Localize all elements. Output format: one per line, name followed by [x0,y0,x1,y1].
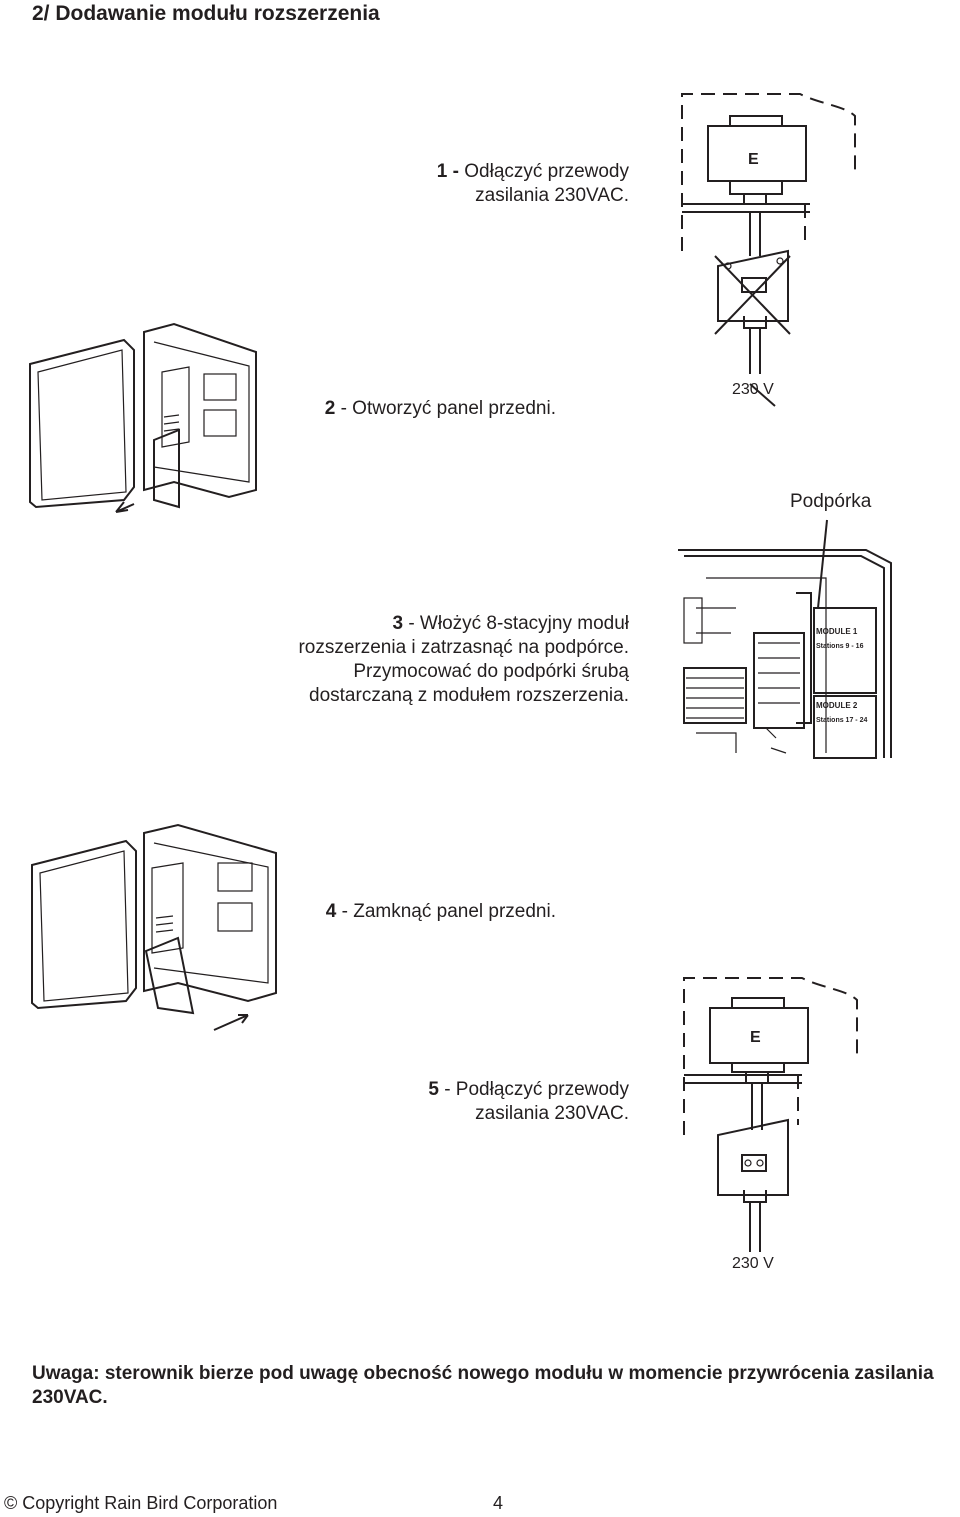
step-4-text: 4 - Zamknąć panel przedni. [326,900,556,924]
module-2-stations: Stations 17 - 24 [816,717,867,724]
step-2-line1: - Otworzyć panel przedni. [340,398,556,419]
support-label: Podpórka [790,491,872,512]
step-3-number: 3 [392,613,404,634]
page-title: 2/ Dodawanie modułu rozszerzenia [32,2,380,25]
step-1-line2: zasilania 230VAC. [475,185,629,206]
transformer-label-bottom: E [750,1029,761,1046]
step-1-number: 1 - [436,161,459,182]
page-number: 4 [493,1493,504,1513]
step-5-line1: - Podłączyć przewody [444,1079,629,1100]
step-1-text: 1 - Odłączyć przewody zasilania 230VAC. [437,160,629,208]
step-3-line4: dostarczaną z modułem rozszerzenia. [309,685,629,706]
step-1-line1: Odłączyć przewody [464,161,629,182]
step-4-number: 4 [325,901,337,922]
transformer-box [707,125,807,182]
controller-close-illustration [31,823,277,1031]
transformer-box-bottom [709,1007,809,1064]
power-reconnect-illustration: E 230 V [683,977,858,1272]
module-1-label: MODULE 1 [816,627,858,636]
step-4-line1: - Zamknąć panel przedni. [341,901,556,922]
controller-open-illustration [29,322,257,513]
power-note: Uwaga: sterownik bierze pod uwagę obecno… [32,1363,934,1408]
step-3-line2: rozszerzenia i zatrzasnąć na podpórce. [298,637,629,658]
step-5-line2: zasilania 230VAC. [475,1103,629,1124]
step-2-text: 2 - Otworzyć panel przedni. [325,397,556,421]
voltage-label-top: 230 V [732,381,774,398]
transformer-label: E [748,151,759,168]
power-disconnect-illustration: E 230 V [681,93,856,407]
step-5-text: 5 - Podłączyć przewody zasilania 230VAC. [428,1078,629,1126]
step-2-number: 2 [324,398,336,419]
module-1-block [813,607,877,694]
voltage-label-bottom: 230 V [732,1255,774,1272]
step-3-text: 3 - Włożyć 8-stacyjny moduł rozszerzenia… [298,612,629,708]
copyright-footer: © Copyright Rain Bird Corporation [4,1493,278,1513]
module-insert-illustration: MODULE 1 Stations 9 - 16 MODULE 2 Statio… [678,519,892,759]
module-1-stations: Stations 9 - 16 [816,643,864,650]
module-2-block [813,695,877,759]
step-3-line3: Przymocować do podpórki śrubą [353,661,629,682]
module-2-label: MODULE 2 [816,701,858,710]
step-3-line1: - Włożyć 8-stacyjny moduł [408,613,629,634]
step-5-number: 5 [428,1079,439,1100]
